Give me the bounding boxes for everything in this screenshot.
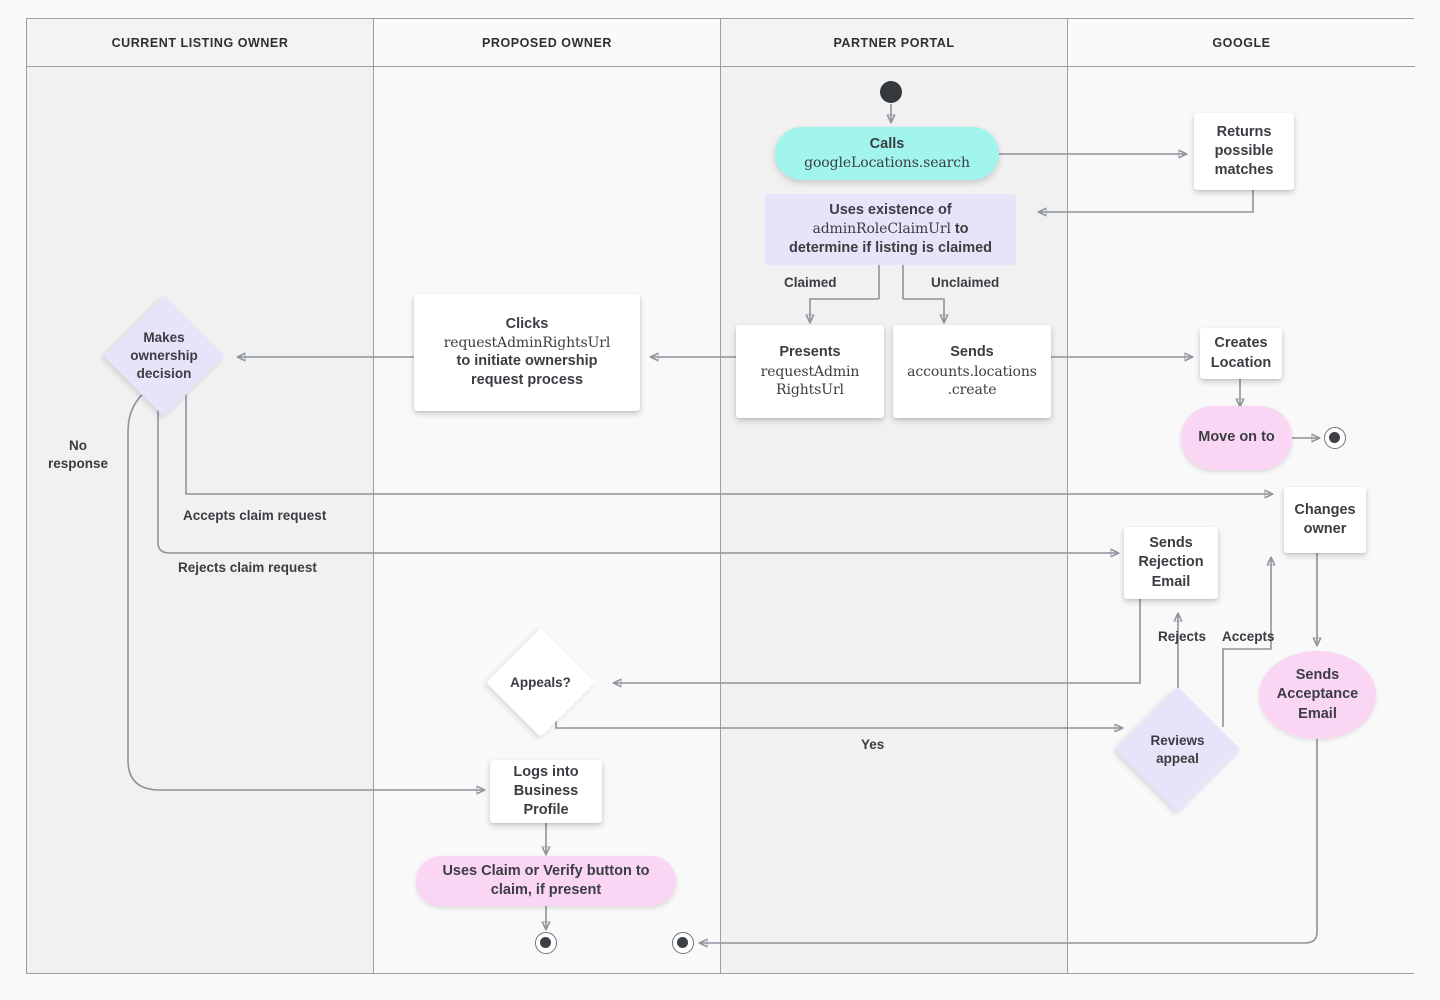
node-sends-create-line2: accounts.locations <box>907 363 1037 380</box>
node-reviews-appeal[interactable]: Reviews appeal <box>1114 686 1241 813</box>
lane-header-proposed-owner: PROPOSED OWNER <box>374 19 720 67</box>
lane-header-google: GOOGLE <box>1068 19 1415 67</box>
node-uses-existence-line1: Uses existence of <box>829 201 952 218</box>
node-move-on-to-label: Move on to <box>1198 429 1275 446</box>
node-presents-line1: Presents <box>779 344 841 361</box>
edge-label-rejects-claim-request: Rejects claim request <box>178 560 317 575</box>
end-node-google <box>1324 427 1346 449</box>
node-clicks-request-admin-rights-url[interactable]: Clicks requestAdminRightsUrl to initiate… <box>414 294 640 411</box>
node-calls-google-locations-search[interactable]: Calls googleLocations.search <box>775 127 999 180</box>
node-presents-request-admin-rights-url[interactable]: Presents requestAdmin RightsUrl <box>736 325 884 418</box>
lane-header-current-listing-owner: CURRENT LISTING OWNER <box>27 19 373 67</box>
node-uses-claim-or-verify-button[interactable]: Uses Claim or Verify button to claim, if… <box>416 856 676 906</box>
edge-label-rejects: Rejects <box>1158 629 1207 644</box>
node-uses-claim-or-verify-label: Uses Claim or Verify button to claim, if… <box>442 862 650 898</box>
end-node-proposed-owner <box>535 932 557 954</box>
node-uses-existence-line2: adminRoleClaimUrl to <box>812 220 968 239</box>
node-sends-accounts-locations-create[interactable]: Sends accounts.locations .create <box>893 325 1051 418</box>
node-presents-line3: RightsUrl <box>776 382 844 399</box>
node-changes-owner-label: Changes owner <box>1294 501 1356 537</box>
node-makes-ownership-decision[interactable]: Makes ownership decision <box>103 295 225 417</box>
node-calls-line1: Calls <box>869 135 905 152</box>
node-makes-ownership-decision-label: Makes ownership decision <box>130 330 198 381</box>
edge-label-unclaimed: Unclaimed <box>931 275 1000 290</box>
node-appeals-label: Appeals? <box>510 674 571 690</box>
node-clicks-line1: Clicks <box>505 315 549 332</box>
node-reviews-appeal-label: Reviews appeal <box>1150 732 1205 766</box>
start-node-partner-portal <box>880 81 902 103</box>
lane-proposed-owner: PROPOSED OWNER <box>374 19 721 973</box>
node-appeals-decision[interactable]: Appeals? <box>486 628 595 737</box>
node-clicks-line2: requestAdminRightsUrl <box>443 334 611 351</box>
node-uses-existence-code: adminRoleClaimUrl <box>812 220 951 237</box>
edge-label-claimed: Claimed <box>784 275 837 290</box>
lane-header-partner-portal: PARTNER PORTAL <box>721 19 1067 67</box>
node-clicks-line4: request process <box>470 372 584 389</box>
node-uses-existence-line2-suffix: to <box>950 220 969 237</box>
node-move-on-to[interactable]: Move on to <box>1181 406 1292 470</box>
node-sends-create-line1: Sends <box>950 344 994 361</box>
node-logs-into-business-profile-label: Logs into Business Profile <box>513 763 579 819</box>
edge-label-yes: Yes <box>861 737 885 752</box>
edge-label-accepts: Accepts <box>1222 629 1275 644</box>
node-logs-into-business-profile[interactable]: Logs into Business Profile <box>490 760 602 823</box>
node-uses-existence-line3: determine if listing is claimed <box>788 240 993 257</box>
node-creates-location-label: Creates Location <box>1210 335 1272 371</box>
node-creates-location[interactable]: Creates Location <box>1200 328 1282 379</box>
node-calls-line2: googleLocations.search <box>804 154 970 171</box>
end-node-partner-portal <box>672 932 694 954</box>
node-sends-acceptance-email[interactable]: Sends Acceptance Email <box>1259 651 1376 739</box>
node-changes-owner[interactable]: Changes owner <box>1284 487 1366 553</box>
node-returns-possible-matches[interactable]: Returns possible matches <box>1194 113 1294 190</box>
node-sends-rejection-email[interactable]: Sends Rejection Email <box>1124 527 1218 599</box>
node-returns-label: Returns possible matches <box>1214 123 1274 179</box>
node-uses-existence-of-admin-role-claim-url[interactable]: Uses existence of adminRoleClaimUrl to d… <box>765 194 1016 265</box>
node-sends-rejection-email-label: Sends Rejection Email <box>1138 535 1204 590</box>
edge-label-accepts-claim-request: Accepts claim request <box>183 508 327 523</box>
node-sends-create-line3: .create <box>947 382 997 399</box>
node-sends-acceptance-email-label: Sends Acceptance Email <box>1276 667 1359 722</box>
node-presents-line2: requestAdmin <box>760 363 860 380</box>
node-clicks-line3: to initiate ownership <box>456 353 598 370</box>
edge-label-no-response: No response <box>47 438 109 471</box>
lane-current-listing-owner: CURRENT LISTING OWNER <box>27 19 374 973</box>
